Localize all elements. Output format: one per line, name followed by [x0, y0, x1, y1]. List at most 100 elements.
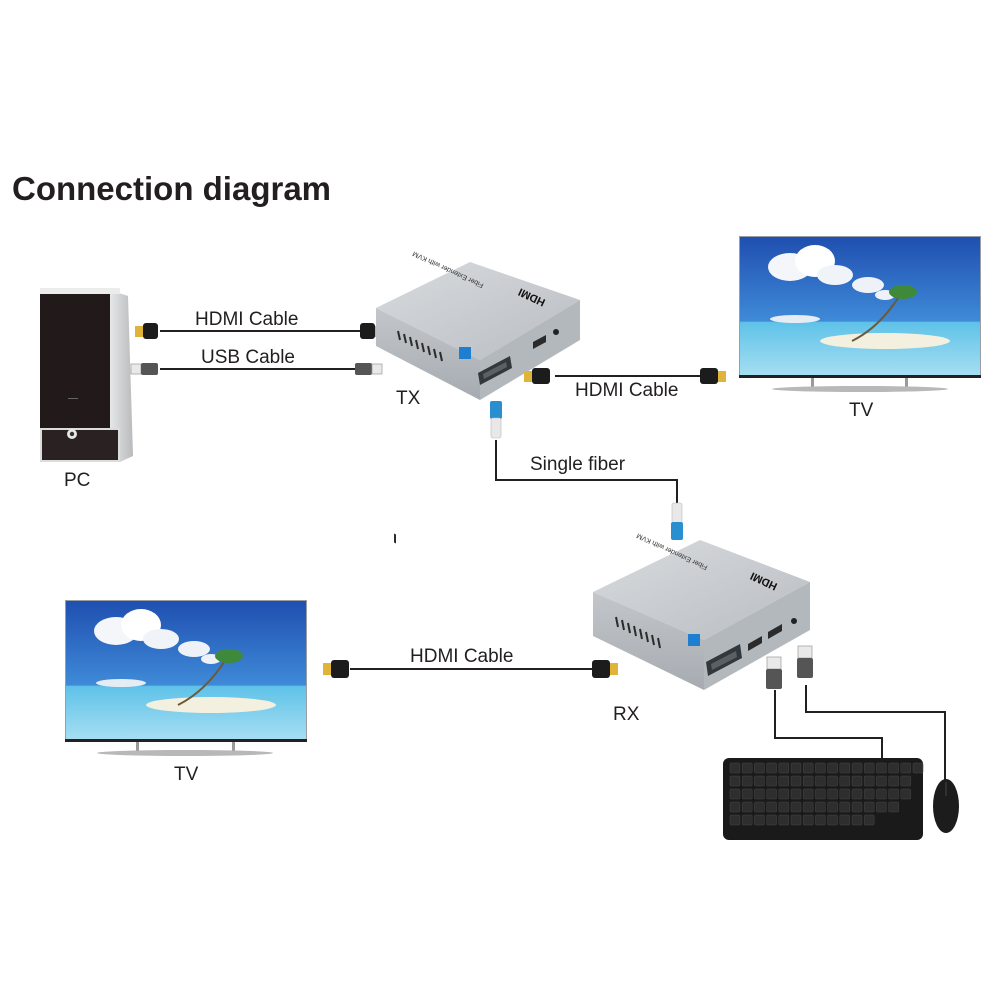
pc-tower — [40, 288, 133, 462]
rx-device: Fiber Extender with KVM HDMI — [593, 531, 810, 690]
single-fiber-cable — [490, 401, 683, 540]
keyboard-key — [729, 814, 741, 826]
keyboard-key — [888, 801, 899, 813]
keyboard-key — [815, 762, 826, 774]
keyboard-key — [754, 762, 765, 774]
keyboard-key — [900, 788, 912, 800]
keyboard-key — [827, 814, 838, 826]
keyboard-key — [876, 775, 887, 787]
keyboard-key — [778, 788, 790, 800]
fiber-connector-icon — [490, 401, 502, 419]
keyboard-key — [827, 762, 838, 774]
hdmi-plug-icon — [135, 326, 143, 337]
keyboard-key — [729, 762, 741, 774]
keyboard-key — [766, 814, 777, 826]
keyboard-key — [851, 762, 863, 774]
keyboard-key — [778, 801, 790, 813]
mouse — [933, 779, 959, 833]
keyboard-key — [741, 762, 753, 774]
keyboard-key — [876, 762, 887, 774]
keyboard-key — [729, 775, 741, 787]
page-title: Connection diagram — [12, 170, 332, 207]
keyboard-key — [815, 814, 826, 826]
keyboard-key — [851, 788, 863, 800]
keyboard-key — [766, 762, 777, 774]
rx-label: RX — [613, 704, 640, 725]
hdmi-cable-pc-tx — [135, 323, 383, 339]
keyboard-key — [741, 814, 753, 826]
keyboard-key — [839, 775, 851, 787]
keyboard-key — [790, 814, 802, 826]
keyboard-key — [754, 801, 765, 813]
usb-cable-pc-tx — [130, 363, 383, 375]
keyboard-key — [851, 775, 863, 787]
keyboard-key — [741, 775, 753, 787]
brand-logo-icon — [688, 634, 700, 646]
tv-top — [739, 236, 981, 392]
keyboard-key — [827, 801, 838, 813]
keyboard-key — [839, 801, 851, 813]
usb-plug-icon — [130, 363, 142, 375]
keyboard-key — [863, 762, 875, 774]
hdmi-plug-icon — [700, 368, 718, 384]
hdmi-plug-icon — [524, 371, 532, 382]
keyboard-key — [778, 775, 790, 787]
keyboard-key — [802, 814, 814, 826]
keyboard-key — [790, 801, 802, 813]
keyboard-key — [778, 762, 790, 774]
keyboard-key — [827, 775, 838, 787]
keyboard-key — [815, 775, 826, 787]
keyboard-key — [815, 788, 826, 800]
keyboard-key — [839, 814, 851, 826]
usb-cable-label: USB Cable — [201, 347, 295, 368]
keyboard-key — [912, 762, 924, 774]
usb-plug-icon — [766, 656, 782, 670]
keyboard-key — [754, 775, 765, 787]
tx-label: TX — [396, 388, 421, 409]
keyboard-key — [729, 788, 741, 800]
keyboard-key — [863, 775, 875, 787]
keyboard-key — [863, 801, 875, 813]
usb-plug-icon — [355, 363, 372, 375]
keyboard-key — [888, 775, 899, 787]
keyboard-key — [754, 788, 765, 800]
keyboard-key — [851, 814, 863, 826]
keyboard-key — [790, 788, 802, 800]
keyboard-key — [790, 775, 802, 787]
keyboard-key — [876, 801, 887, 813]
tv-label: TV — [849, 400, 874, 421]
keyboard-key — [863, 814, 875, 826]
hdmi-plug-icon — [592, 660, 610, 678]
keyboard-key — [766, 775, 777, 787]
keyboard-key — [741, 801, 753, 813]
keyboard-key — [802, 801, 814, 813]
keyboard-key — [863, 788, 875, 800]
tv-bottom — [65, 600, 307, 756]
keyboard-key — [741, 788, 753, 800]
keyboard-key — [888, 762, 899, 774]
keyboard-key — [851, 801, 863, 813]
single-fiber-label: Single fiber — [530, 454, 626, 475]
hdmi-cable-tx-tv — [524, 368, 726, 384]
keyboard-key — [876, 788, 887, 800]
hdmi-plug-icon — [323, 663, 331, 675]
keyboard-key — [839, 788, 851, 800]
tv-label: TV — [174, 764, 199, 785]
keyboard-key — [778, 814, 790, 826]
keyboard-key — [729, 801, 741, 813]
keyboard-key — [766, 801, 777, 813]
keyboard-key — [754, 814, 765, 826]
keyboard-key — [802, 775, 814, 787]
hdmi-cable-label: HDMI Cable — [195, 309, 299, 330]
usb-cables-kvm — [766, 645, 946, 780]
keyboard — [723, 758, 924, 840]
keyboard-key — [900, 762, 912, 774]
pc-label: PC — [64, 470, 91, 491]
keyboard-key — [766, 788, 777, 800]
keyboard-key — [900, 775, 912, 787]
hdmi-plug-icon — [360, 323, 375, 339]
keyboard-key — [815, 801, 826, 813]
usb-plug-icon — [797, 645, 813, 659]
brand-logo-icon — [459, 347, 471, 359]
